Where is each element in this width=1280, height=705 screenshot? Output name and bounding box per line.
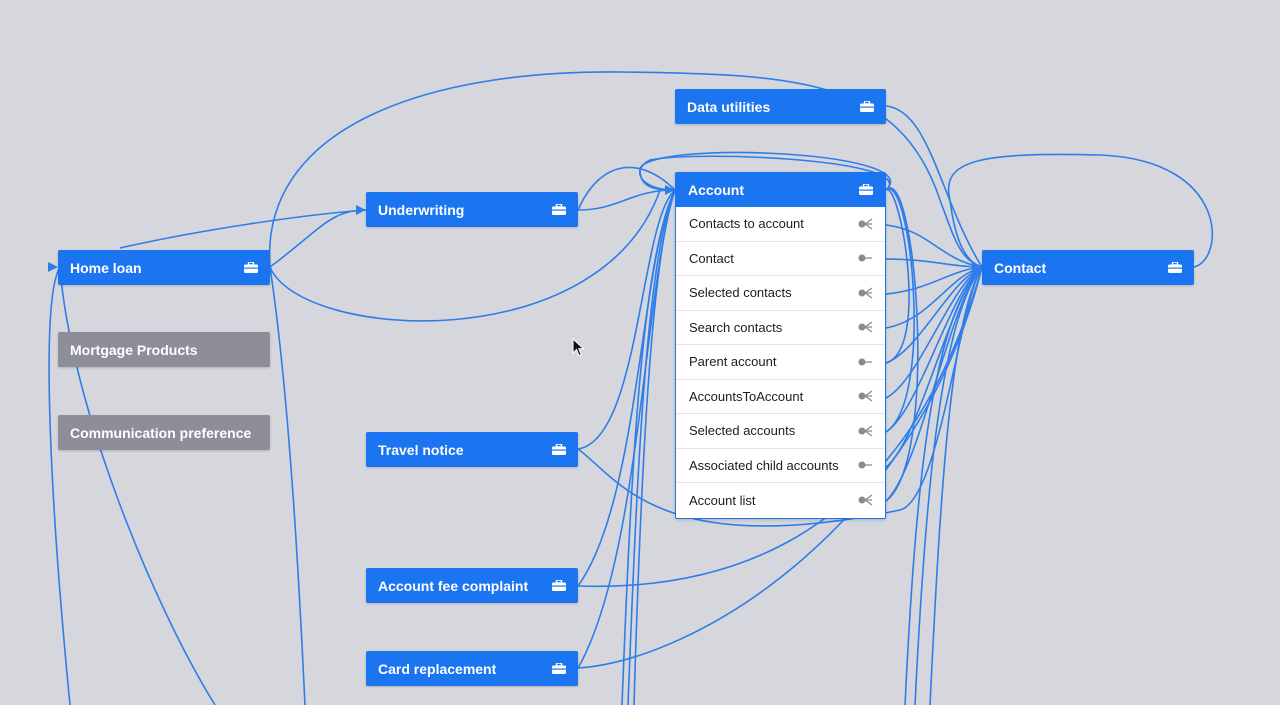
edge <box>885 266 983 433</box>
many-relationship-icon[interactable] <box>857 390 873 402</box>
relationship-row[interactable]: Selected contacts <box>676 276 885 311</box>
edge <box>633 189 676 705</box>
edge <box>48 266 71 705</box>
edge <box>269 266 306 705</box>
relationship-row[interactable]: Contacts to account <box>676 207 885 242</box>
edge <box>639 151 891 191</box>
relationship-label: Selected contacts <box>689 285 792 301</box>
relationship-label: Associated child accounts <box>689 457 839 473</box>
edge <box>577 166 676 211</box>
edge <box>885 266 983 399</box>
edge <box>885 266 983 329</box>
mouse-cursor-icon <box>572 338 585 357</box>
relationship-row[interactable]: Associated child accounts <box>676 449 885 483</box>
edge <box>577 266 983 588</box>
node-label: Mortgage Products <box>70 341 198 358</box>
edge <box>929 266 983 705</box>
briefcase-icon <box>859 182 873 198</box>
edge <box>947 153 1214 268</box>
many-relationship-icon[interactable] <box>857 218 873 230</box>
briefcase-icon <box>1168 262 1182 273</box>
relationship-row[interactable]: Selected accounts <box>676 414 885 449</box>
edge <box>621 189 676 705</box>
relationship-row[interactable]: Contact <box>676 242 885 276</box>
node-account-header[interactable]: Account <box>676 173 885 207</box>
relationship-label: Account list <box>689 492 756 508</box>
relationship-label: Contact <box>689 250 734 266</box>
arrow-head <box>972 262 982 272</box>
node-label: Card replacement <box>378 660 497 677</box>
relationship-row[interactable]: Parent account <box>676 345 885 380</box>
edge <box>885 266 983 364</box>
node-home-loan[interactable]: Home loan <box>58 250 270 285</box>
briefcase-icon <box>860 101 874 112</box>
briefcase-icon <box>552 444 566 455</box>
node-data-utilities[interactable]: Data utilities <box>675 89 886 124</box>
node-label: Travel notice <box>378 441 464 458</box>
many-relationship-icon[interactable] <box>857 287 873 299</box>
relationship-label: Parent account <box>689 354 777 370</box>
arrow-head <box>356 205 366 215</box>
edge <box>119 209 367 249</box>
arrow-head <box>665 185 675 195</box>
relationship-label: Selected accounts <box>689 423 796 439</box>
one-relationship-icon[interactable] <box>857 356 873 368</box>
node-account-fee-complaint[interactable]: Account fee complaint <box>366 568 578 603</box>
many-relationship-icon[interactable] <box>857 321 873 333</box>
relationship-label: Search contacts <box>689 319 783 335</box>
relationship-row[interactable]: Account list <box>676 483 885 518</box>
node-label: Account <box>688 182 744 198</box>
relationship-label: AccountsToAccount <box>689 388 804 404</box>
edge <box>885 105 983 268</box>
node-travel-notice[interactable]: Travel notice <box>366 432 578 467</box>
edge <box>577 189 676 450</box>
edge <box>885 189 910 364</box>
edge <box>885 188 915 433</box>
edge <box>577 189 676 211</box>
node-label: Data utilities <box>687 98 771 115</box>
edge <box>59 266 216 705</box>
briefcase-icon <box>552 204 566 215</box>
briefcase-icon <box>552 580 566 591</box>
node-communication-preference[interactable]: Communication preference <box>58 415 270 450</box>
relationship-row[interactable]: Search contacts <box>676 311 885 345</box>
many-relationship-icon[interactable] <box>857 425 873 437</box>
node-label: Account fee complaint <box>378 577 529 594</box>
briefcase-icon <box>552 663 566 674</box>
node-card-replacement[interactable]: Card replacement <box>366 651 578 686</box>
node-underwriting[interactable]: Underwriting <box>366 192 578 227</box>
node-label: Underwriting <box>378 201 465 218</box>
edge <box>914 266 983 705</box>
edge <box>627 189 676 705</box>
relationship-row[interactable]: AccountsToAccount <box>676 380 885 414</box>
node-label: Communication preference <box>70 424 252 441</box>
one-relationship-icon[interactable] <box>857 459 873 471</box>
edge <box>885 224 983 268</box>
briefcase-icon <box>244 262 258 273</box>
node-label: Home loan <box>70 259 142 276</box>
many-relationship-icon[interactable] <box>857 494 873 506</box>
node-contact[interactable]: Contact <box>982 250 1194 285</box>
arrow-head <box>48 262 58 272</box>
node-label: Contact <box>994 259 1047 276</box>
edge <box>269 189 661 322</box>
node-mortgage-products[interactable]: Mortgage Products <box>58 332 270 367</box>
edge <box>885 266 983 468</box>
one-relationship-icon[interactable] <box>857 252 873 264</box>
edge <box>268 71 983 268</box>
relationship-label: Contacts to account <box>689 216 804 232</box>
edge <box>885 187 919 502</box>
